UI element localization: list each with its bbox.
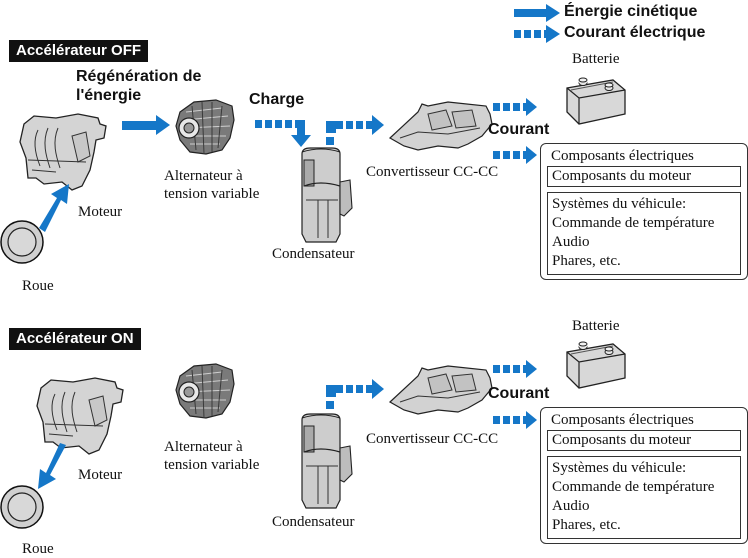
battery-label: Batterie — [572, 51, 620, 67]
panel-badge: Accélérateur ON — [9, 328, 141, 350]
load-vehicle-systems: Systèmes du véhicule: Commande de tempér… — [547, 192, 741, 275]
kinetic-arrow-engine-to-alternator — [122, 115, 170, 135]
dc-dc-converter-icon — [389, 101, 493, 151]
vehicle-systems-line: Systèmes du véhicule: — [552, 196, 687, 212]
electric-arrow-capacitor-to-converter — [326, 115, 384, 145]
current-label: Courant — [488, 121, 550, 138]
kinetic-arrow-engine-to-wheel — [38, 443, 66, 489]
regeneration-label: Régénération de l'énergie — [76, 68, 202, 104]
alternator-label: Alternateur à tension variable — [164, 168, 260, 202]
electric-arrow-to-battery — [493, 360, 537, 378]
legend-electric-label: Courant électrique — [564, 24, 706, 41]
engine-label: Moteur — [78, 204, 123, 220]
converter-label: Convertisseur CC-CC — [366, 164, 499, 180]
electric-arrow-to-battery — [493, 98, 537, 116]
capacitor-label: Condensateur — [272, 246, 355, 262]
dc-dc-converter-icon — [389, 365, 493, 415]
alternator-icon — [175, 363, 235, 419]
wheel-label: Roue — [22, 541, 54, 557]
legend-kinetic-label: Énergie cinétique — [564, 3, 698, 20]
electric-arrow-alternator-to-capacitor — [255, 120, 311, 147]
electric-arrow-to-loads — [493, 411, 537, 429]
vehicle-systems-line: Audio — [552, 234, 590, 250]
load-vehicle-systems: Systèmes du véhicule: Commande de tempér… — [547, 456, 741, 539]
vehicle-systems-line: Commande de température — [552, 215, 715, 231]
load-engine-components: Composants du moteur — [547, 166, 741, 187]
loads-box: Composants électriques Composants du mot… — [540, 143, 748, 280]
vehicle-systems-line: Phares, etc. — [552, 253, 621, 269]
battery-icon — [566, 341, 626, 389]
converter-label: Convertisseur CC-CC — [366, 431, 499, 447]
capacitor-icon — [301, 413, 353, 509]
battery-label: Batterie — [572, 318, 620, 334]
electric-arrow-capacitor-to-converter — [326, 379, 384, 409]
vehicle-systems-line: Systèmes du véhicule: — [552, 460, 687, 476]
vehicle-systems-line: Audio — [552, 498, 590, 514]
capacitor-label: Condensateur — [272, 514, 355, 530]
kinetic-arrow-wheel-to-engine — [39, 184, 69, 232]
vehicle-systems-line: Commande de température — [552, 479, 715, 495]
wheel-label: Roue — [22, 278, 54, 294]
load-electrical-components: Composants électriques — [551, 148, 694, 164]
engine-label: Moteur — [78, 467, 123, 483]
charge-label: Charge — [249, 91, 305, 108]
alternator-label: Alternateur à tension variable — [164, 439, 260, 473]
vehicle-systems-line: Phares, etc. — [552, 517, 621, 533]
capacitor-icon — [301, 147, 353, 243]
load-electrical-components: Composants électriques — [551, 412, 694, 428]
current-label: Courant — [488, 385, 550, 402]
alternator-icon — [175, 99, 235, 155]
electric-arrow-to-loads — [493, 146, 537, 164]
solid-arrow-icon — [514, 4, 560, 22]
panel-badge: Accélérateur OFF — [9, 40, 149, 62]
wheel-icon — [0, 485, 44, 529]
battery-icon — [566, 77, 626, 125]
loads-box: Composants électriques Composants du mot… — [540, 407, 748, 544]
load-engine-components: Composants du moteur — [547, 430, 741, 451]
dashed-arrow-icon — [514, 25, 560, 43]
